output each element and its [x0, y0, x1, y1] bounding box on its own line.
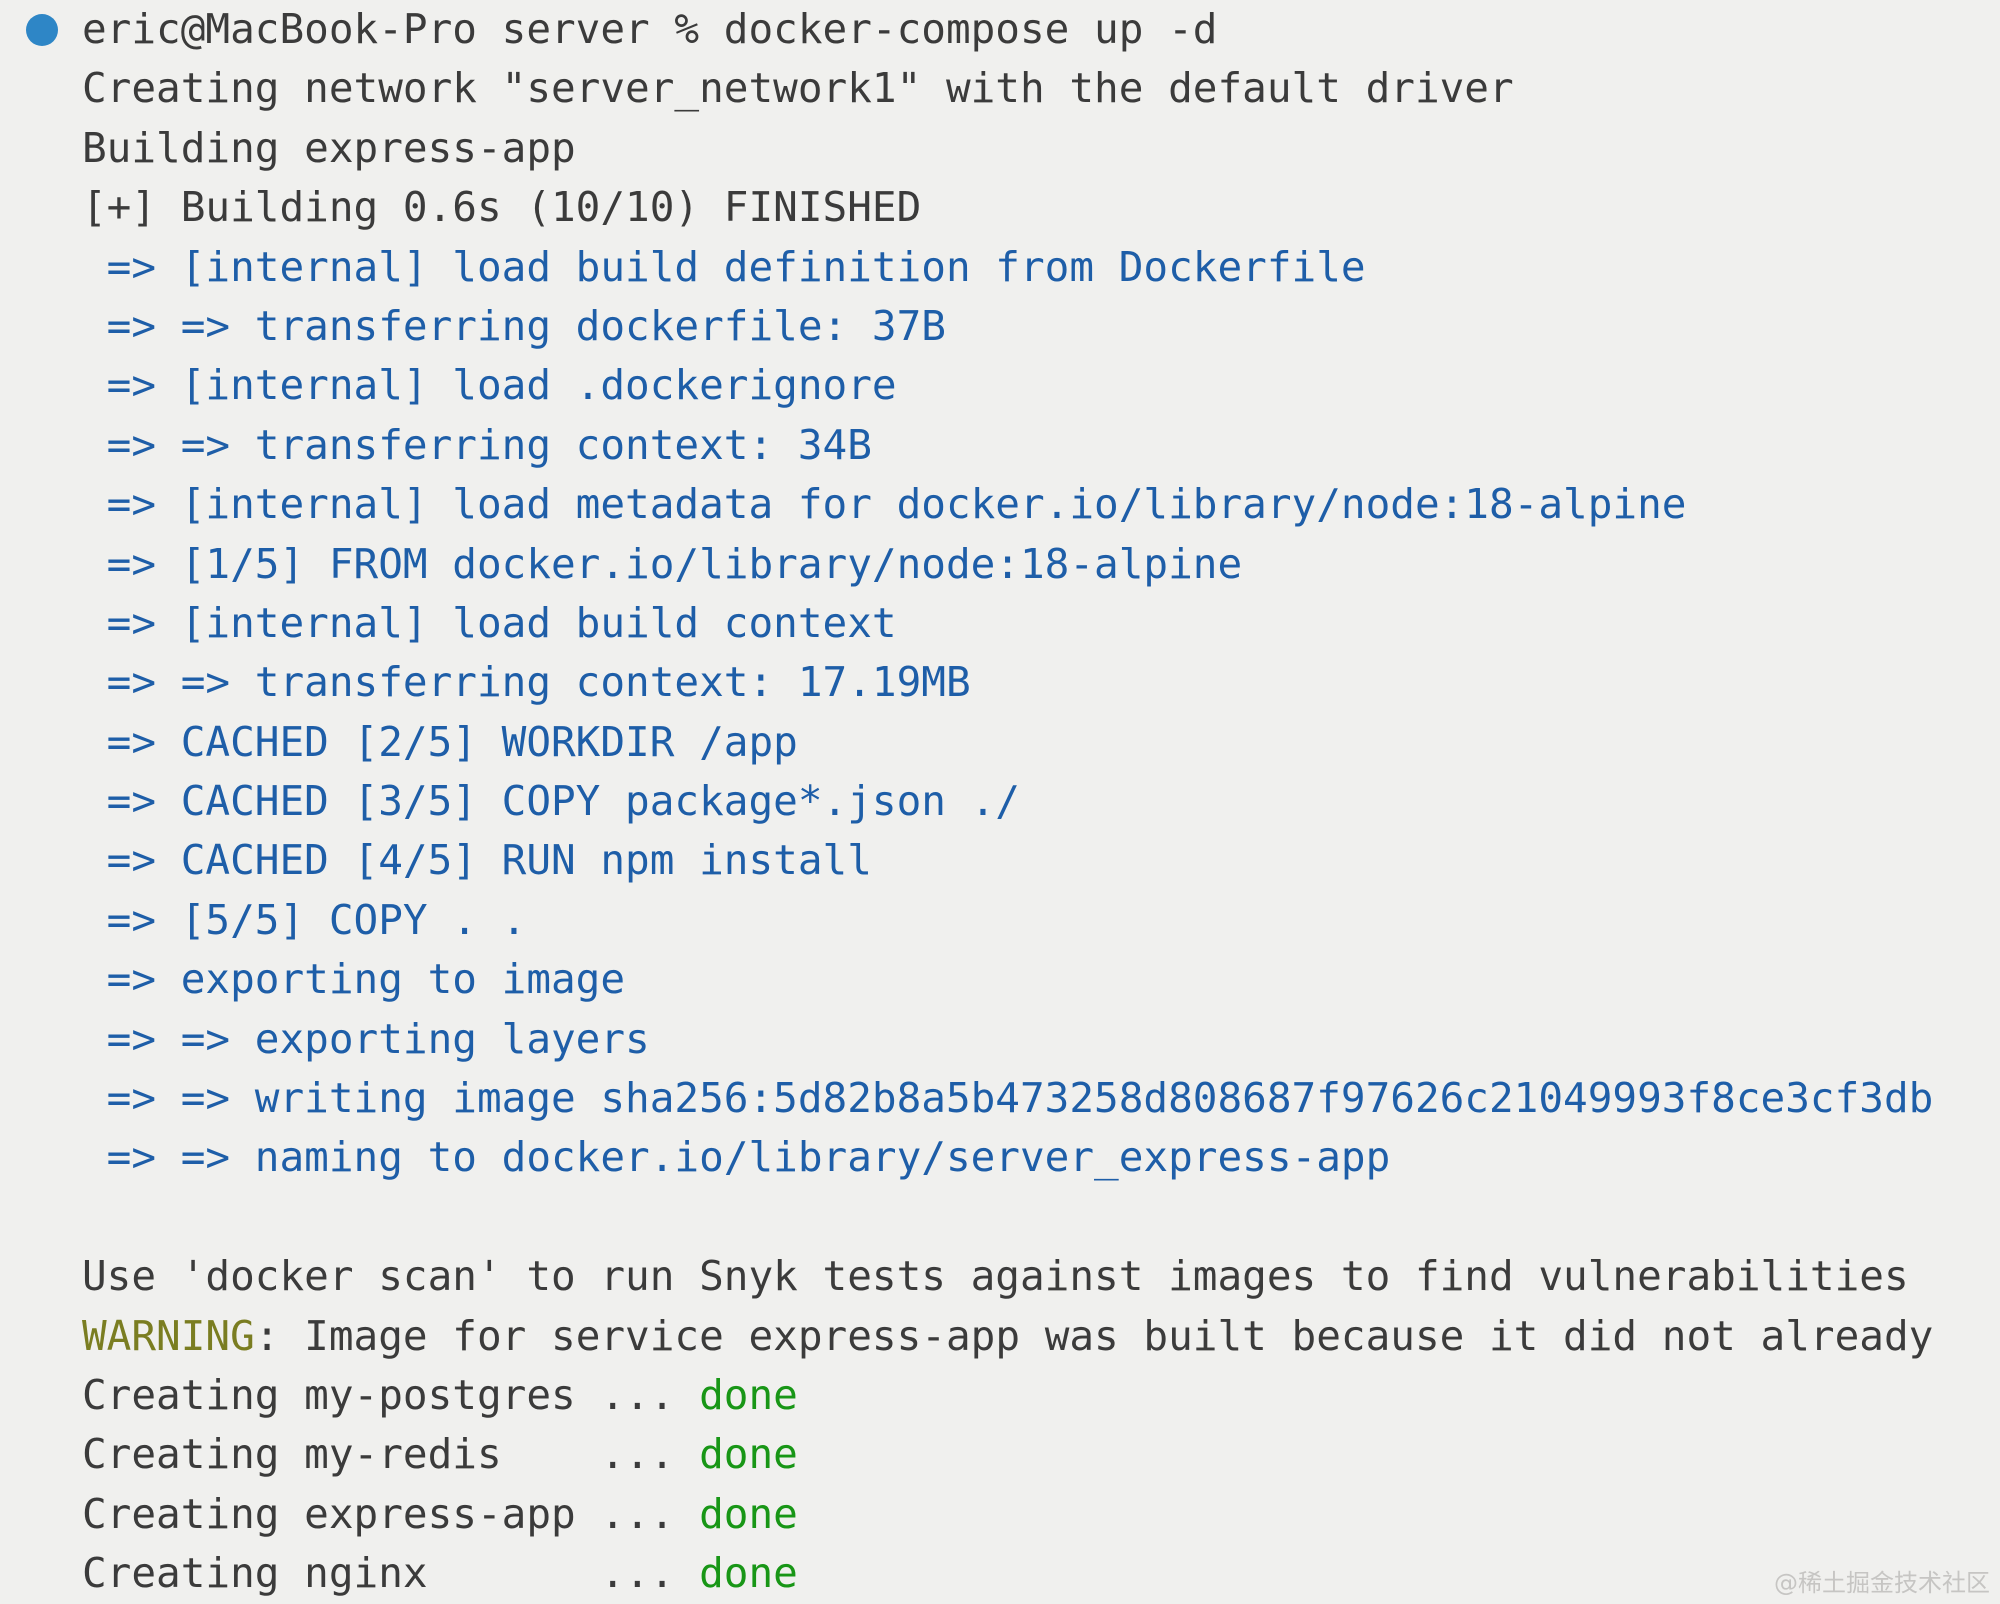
- terminal-text-segment: Creating nginx ...: [82, 1549, 700, 1598]
- terminal-text-segment: => [internal] load metadata for docker.i…: [82, 480, 1687, 529]
- terminal-line: => => transferring context: 34B: [82, 416, 2000, 475]
- terminal-line: => => naming to docker.io/library/server…: [82, 1128, 2000, 1187]
- watermark: @稀土掘金技术社区: [1774, 1569, 1990, 1597]
- terminal-text-segment: Creating express-app ...: [82, 1489, 700, 1538]
- terminal-line: => [internal] load .dockerignore: [82, 356, 2000, 415]
- terminal-line: => [1/5] FROM docker.io/library/node:18-…: [82, 535, 2000, 594]
- terminal-line: => CACHED [2/5] WORKDIR /app: [82, 713, 2000, 772]
- terminal-line: => [internal] load metadata for docker.i…: [82, 475, 2000, 534]
- terminal-text-segment: => CACHED [2/5] WORKDIR /app: [82, 717, 798, 766]
- terminal-text-segment: Use 'docker scan' to run Snyk tests agai…: [82, 1252, 1909, 1301]
- terminal-line: => => transferring context: 17.19MB: [82, 653, 2000, 712]
- terminal-text-segment: Creating my-redis ...: [82, 1430, 700, 1479]
- terminal-line: WARNING: Image for service express-app w…: [82, 1307, 2000, 1366]
- terminal-line: => => exporting layers: [82, 1010, 2000, 1069]
- terminal-line: => => writing image sha256:5d82b8a5b4732…: [82, 1069, 2000, 1128]
- terminal-line: Creating network "server_network1" with …: [82, 59, 2000, 118]
- terminal-text-segment: done: [699, 1430, 798, 1479]
- terminal-line: => CACHED [4/5] RUN npm install: [82, 831, 2000, 890]
- terminal-text-segment: => [1/5] FROM docker.io/library/node:18-…: [82, 539, 1243, 588]
- terminal-text-segment: eric@MacBook-Pro server % docker-compose…: [82, 5, 1218, 53]
- terminal-text-segment: => => transferring context: 34B: [82, 420, 872, 469]
- terminal-line: Creating my-redis ... done: [82, 1425, 2000, 1484]
- terminal-text-segment: WARNING: [82, 1311, 255, 1360]
- terminal-line: [+] Building 0.6s (10/10) FINISHED: [82, 178, 2000, 237]
- terminal-line: Building express-app: [82, 119, 2000, 178]
- terminal-text-segment: done: [699, 1549, 798, 1598]
- terminal-text-segment: => => writing image sha256:5d82b8a5b4732…: [82, 1074, 1934, 1123]
- terminal-text-segment: => => transferring context: 17.19MB: [82, 658, 971, 707]
- terminal-line: => [internal] load build context: [82, 594, 2000, 653]
- prompt-indicator-dot: [26, 14, 58, 46]
- terminal-text-segment: => [5/5] COPY . .: [82, 895, 527, 944]
- terminal-text-segment: Building express-app: [82, 123, 576, 172]
- terminal-line: => [internal] load build definition from…: [82, 238, 2000, 297]
- terminal-text-segment: => [internal] load build context: [82, 598, 897, 647]
- terminal-line: Creating my-postgres ... done: [82, 1366, 2000, 1425]
- terminal-line: => => transferring dockerfile: 37B: [82, 297, 2000, 356]
- terminal-text-segment: => [internal] load build definition from…: [82, 242, 1366, 291]
- terminal-line: => CACHED [3/5] COPY package*.json ./: [82, 772, 2000, 831]
- terminal-line: eric@MacBook-Pro server % docker-compose…: [26, 0, 2000, 59]
- terminal-text-segment: Creating my-postgres ...: [82, 1370, 700, 1419]
- terminal-text-segment: => => naming to docker.io/library/server…: [82, 1133, 1391, 1182]
- terminal-text-segment: => CACHED [3/5] COPY package*.json ./: [82, 777, 1020, 826]
- terminal-text-segment: : Image for service express-app was buil…: [254, 1311, 1934, 1360]
- terminal-text-segment: => [internal] load .dockerignore: [82, 361, 897, 410]
- terminal-line: [82, 1188, 2000, 1247]
- terminal-line: Use 'docker scan' to run Snyk tests agai…: [82, 1247, 2000, 1306]
- terminal-text-segment: [+] Building 0.6s (10/10) FINISHED: [82, 183, 922, 232]
- terminal-line: Creating express-app ... done: [82, 1485, 2000, 1544]
- terminal-text-segment: => CACHED [4/5] RUN npm install: [82, 836, 872, 885]
- terminal-line: Creating nginx ... done: [82, 1544, 2000, 1603]
- terminal-text-segment: => => transferring dockerfile: 37B: [82, 301, 946, 350]
- terminal-line: => [5/5] COPY . .: [82, 891, 2000, 950]
- terminal-text-segment: Creating network "server_network1" with …: [82, 64, 1514, 113]
- terminal-line: => exporting to image: [82, 950, 2000, 1009]
- terminal-text-segment: done: [699, 1489, 798, 1538]
- terminal-text-segment: done: [699, 1370, 798, 1419]
- terminal-text-segment: => exporting to image: [82, 955, 626, 1004]
- terminal-text-segment: => => exporting layers: [82, 1014, 650, 1063]
